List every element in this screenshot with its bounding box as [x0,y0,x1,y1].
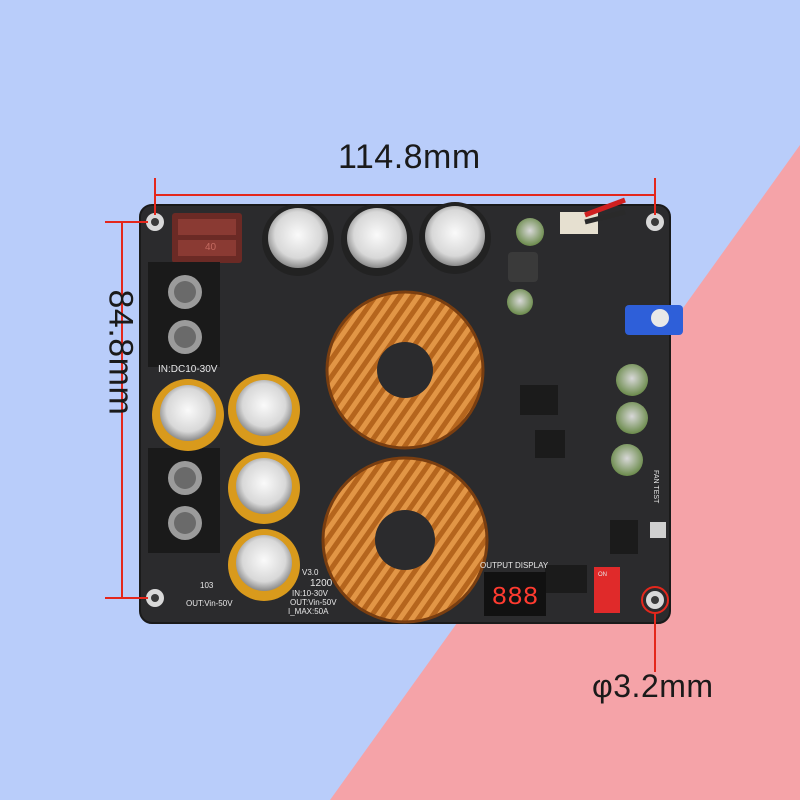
fan-test-label: FAN TEST [652,470,659,504]
fan-connector [560,212,598,234]
model-label: 1200 [310,578,333,589]
mounting-holes [146,213,664,609]
display-title: OUTPUT DISPLAY [480,561,549,570]
fuse-value: 40 [205,242,217,253]
spec-in: IN:10-30V [292,589,329,598]
seven-segment-display [484,572,546,616]
dip-switch [594,567,620,613]
spec-max: I_MAX:50A [288,607,329,616]
inductors [321,290,489,624]
dimension-lines [105,178,669,672]
version-label: V3.0 [302,568,319,577]
small-capacitors [507,218,648,476]
input-capacitors [262,202,491,276]
width-dimension: 114.8mm [338,138,481,176]
small-inductor [508,252,538,282]
dip-on-label: ON [598,572,607,578]
output-label: OUT:Vin-50V [186,599,233,608]
height-dimension: 84.8mm [101,289,140,416]
resistor-code: 103 [200,581,214,590]
spec-out: OUT:Vin-50V [290,598,337,607]
input-label: IN:DC10-30V [158,364,218,375]
chips [520,385,638,593]
display-digits: 888 [492,582,539,612]
test-button [650,522,666,538]
hole-diameter: φ3.2mm [592,668,714,704]
output-capacitors [152,374,300,601]
